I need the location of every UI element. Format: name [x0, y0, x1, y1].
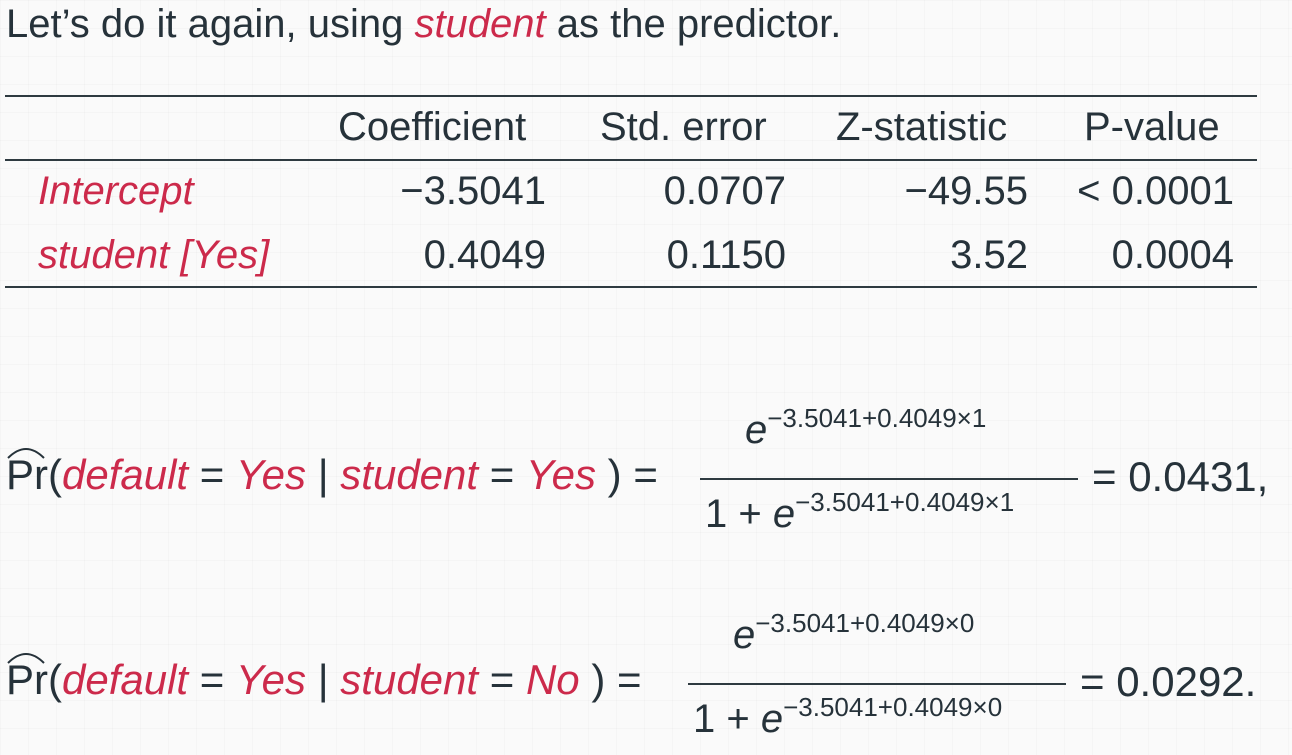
header-z-statistic: Z-statistic: [836, 105, 1008, 149]
cell-p-value: < 0.0001: [1077, 169, 1234, 213]
fraction-denominator: 1 + e−3.5041+0.4049×0: [693, 692, 1002, 745]
equals-sign: =: [478, 656, 526, 703]
cond-value: No: [525, 656, 580, 703]
probability-equation-student-no: Pr(default = Yes | student = No ) = e−3.…: [0, 605, 1292, 755]
pr-hat-symbol: Pr: [6, 653, 48, 705]
equation-result: = 0.0431,: [1092, 453, 1269, 500]
fraction-bar: [688, 683, 1066, 685]
intro-text-before: Let’s do it again, using: [6, 2, 415, 46]
hat-accent-icon: [7, 448, 45, 459]
exp-base: e: [772, 492, 796, 536]
denominator-prefix: 1 +: [705, 492, 773, 536]
row-label: Intercept: [38, 169, 194, 213]
fraction-numerator: e−3.5041+0.4049×0: [733, 608, 974, 661]
exp-base: e: [745, 408, 768, 452]
intro-highlight: student: [414, 2, 546, 46]
cell-z-statistic: −49.55: [904, 169, 1028, 213]
exponent: −3.5041+0.4049×0: [755, 608, 975, 638]
equation-lhs: Pr(default = Yes | student = No ) =: [6, 653, 642, 705]
cell-p-value: 0.0004: [1111, 233, 1234, 277]
hat-accent-icon: [7, 653, 45, 664]
intro-text-after: as the predictor.: [545, 2, 842, 46]
exponent: −3.5041+0.4049×1: [767, 403, 987, 433]
cell-coefficient: −3.5041: [400, 169, 546, 213]
fraction-denominator: 1 + e−3.5041+0.4049×1: [705, 487, 1014, 540]
cond-value: Yes: [525, 451, 597, 498]
table-top-rule: [5, 95, 1257, 97]
equals-sign: =: [478, 451, 526, 498]
exponent: −3.5041+0.4049×1: [795, 487, 1015, 517]
cell-coefficient: 0.4049: [423, 233, 546, 277]
var-default: default: [62, 656, 189, 703]
cell-std-error: 0.1150: [666, 233, 786, 277]
table-header-rule: [5, 159, 1257, 161]
exponent: −3.5041+0.4049×0: [783, 692, 1003, 722]
equals-sign: =: [188, 656, 236, 703]
probability-equation-student-yes: Pr(default = Yes | student = Yes ) = e−3…: [0, 400, 1292, 550]
var-student: student: [340, 451, 479, 498]
cell-std-error: 0.0707: [663, 169, 786, 213]
var-student: student: [340, 656, 479, 703]
table-bottom-rule: [5, 286, 1257, 288]
pr-label: Pr: [6, 656, 48, 703]
equation-lhs: Pr(default = Yes | student = Yes ) =: [6, 448, 658, 500]
pr-hat-symbol: Pr: [6, 448, 48, 500]
pr-label: Pr: [6, 451, 48, 498]
header-std-error: Std. error: [600, 105, 767, 149]
equals-sign: =: [188, 451, 236, 498]
exp-base: e: [760, 697, 784, 741]
cell-z-statistic: 3.52: [950, 233, 1028, 277]
equation-result: = 0.0292.: [1080, 658, 1257, 705]
intro-sentence: Let’s do it again, using student as the …: [6, 0, 841, 48]
denominator-prefix: 1 +: [693, 697, 761, 741]
row-label: student [Yes]: [38, 233, 270, 277]
fraction-bar: [700, 478, 1078, 480]
header-p-value: P-value: [1084, 105, 1220, 149]
var-default: default: [62, 451, 189, 498]
exp-base: e: [733, 613, 756, 657]
value-yes: Yes: [235, 656, 307, 703]
header-coefficient: Coefficient: [338, 105, 527, 149]
given-bar: |: [306, 656, 341, 703]
given-bar: |: [306, 451, 341, 498]
value-yes: Yes: [235, 451, 307, 498]
fraction-numerator: e−3.5041+0.4049×1: [745, 403, 986, 456]
